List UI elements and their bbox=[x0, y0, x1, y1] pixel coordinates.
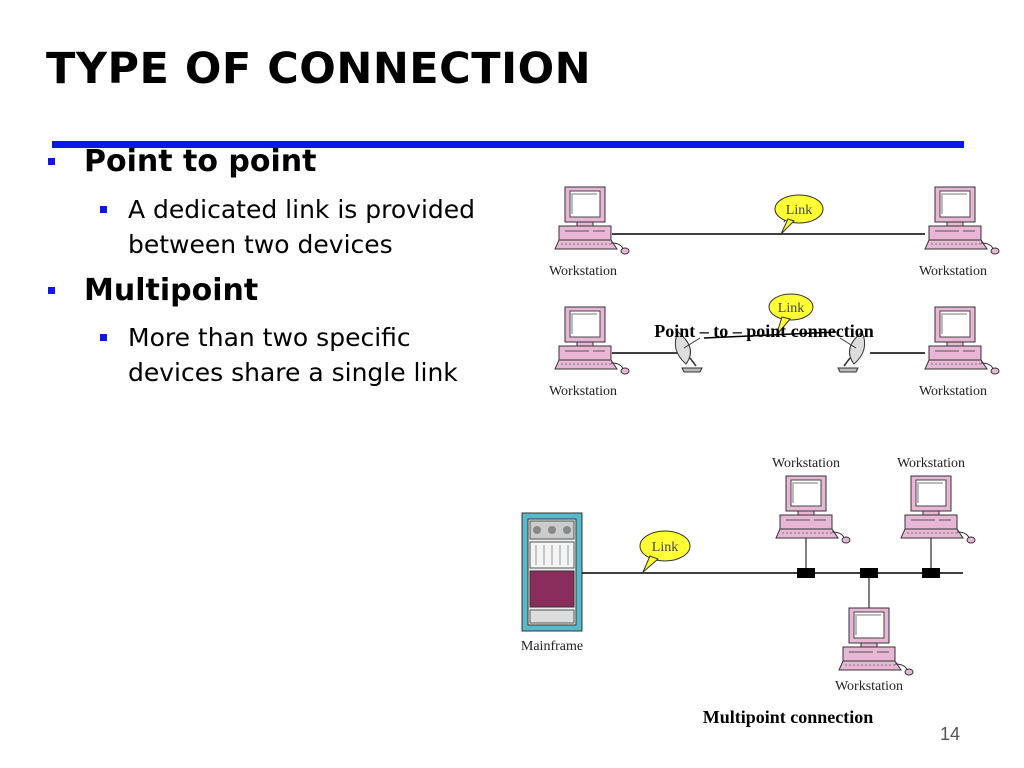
link-callout: Link bbox=[639, 530, 691, 573]
workstation-icon bbox=[554, 306, 630, 375]
title-underline bbox=[52, 141, 964, 148]
bullet-multipoint: Multipoint bbox=[48, 273, 259, 308]
workstation-label: Workstation bbox=[835, 679, 903, 694]
link-label: Link bbox=[778, 301, 804, 316]
workstation-icon bbox=[838, 607, 914, 676]
workstation-icon bbox=[554, 186, 630, 255]
mainframe-icon bbox=[521, 512, 583, 632]
square-bullet-icon bbox=[100, 206, 107, 213]
workstation-label: Workstation bbox=[772, 456, 840, 471]
workstation-icon bbox=[924, 306, 1000, 375]
bullet-label: Point to point bbox=[84, 144, 317, 179]
page-number: 14 bbox=[940, 724, 961, 744]
sub-bullet-dedicated-link: A dedicated link is provided between two… bbox=[100, 192, 476, 262]
workstation-label: Workstation bbox=[549, 264, 617, 279]
link-callout: Link bbox=[774, 194, 824, 235]
workstation-label: Workstation bbox=[897, 456, 965, 471]
square-bullet-icon bbox=[100, 334, 107, 341]
bus-tap-connector bbox=[922, 568, 940, 578]
workstation-label: Workstation bbox=[919, 384, 987, 399]
workstation-label: Workstation bbox=[919, 264, 987, 279]
workstation-icon bbox=[900, 475, 976, 544]
link-label: Link bbox=[652, 540, 678, 555]
workstation-icon bbox=[924, 186, 1000, 255]
workstation-label: Workstation bbox=[549, 384, 617, 399]
bullet-label: Multipoint bbox=[84, 273, 259, 308]
wireless-link-line bbox=[703, 331, 837, 339]
bullet-point-to-point: Point to point bbox=[48, 144, 317, 179]
bus-tap-connector bbox=[797, 568, 815, 578]
multipoint-caption: Multipoint connection bbox=[703, 707, 874, 727]
sub-bullet-share-link: More than two specific devices share a s… bbox=[100, 320, 458, 390]
sub-bullet-line: between two devices bbox=[128, 230, 393, 259]
link-callout: Link bbox=[768, 293, 814, 337]
square-bullet-icon bbox=[48, 287, 55, 294]
p2p-caption: Point – to – point connection bbox=[654, 321, 874, 341]
bus-tap-connector bbox=[860, 568, 878, 578]
workstation-icon bbox=[775, 475, 851, 544]
square-bullet-icon bbox=[48, 158, 55, 165]
link-label: Link bbox=[786, 203, 812, 218]
sub-bullet-line: More than two specific bbox=[128, 323, 411, 352]
slide-title: TYPE OF CONNECTION bbox=[46, 44, 592, 94]
sub-bullet-line: devices share a single link bbox=[128, 358, 458, 387]
sub-bullet-line: A dedicated link is provided bbox=[128, 195, 476, 224]
mainframe-label: Mainframe bbox=[521, 639, 583, 654]
